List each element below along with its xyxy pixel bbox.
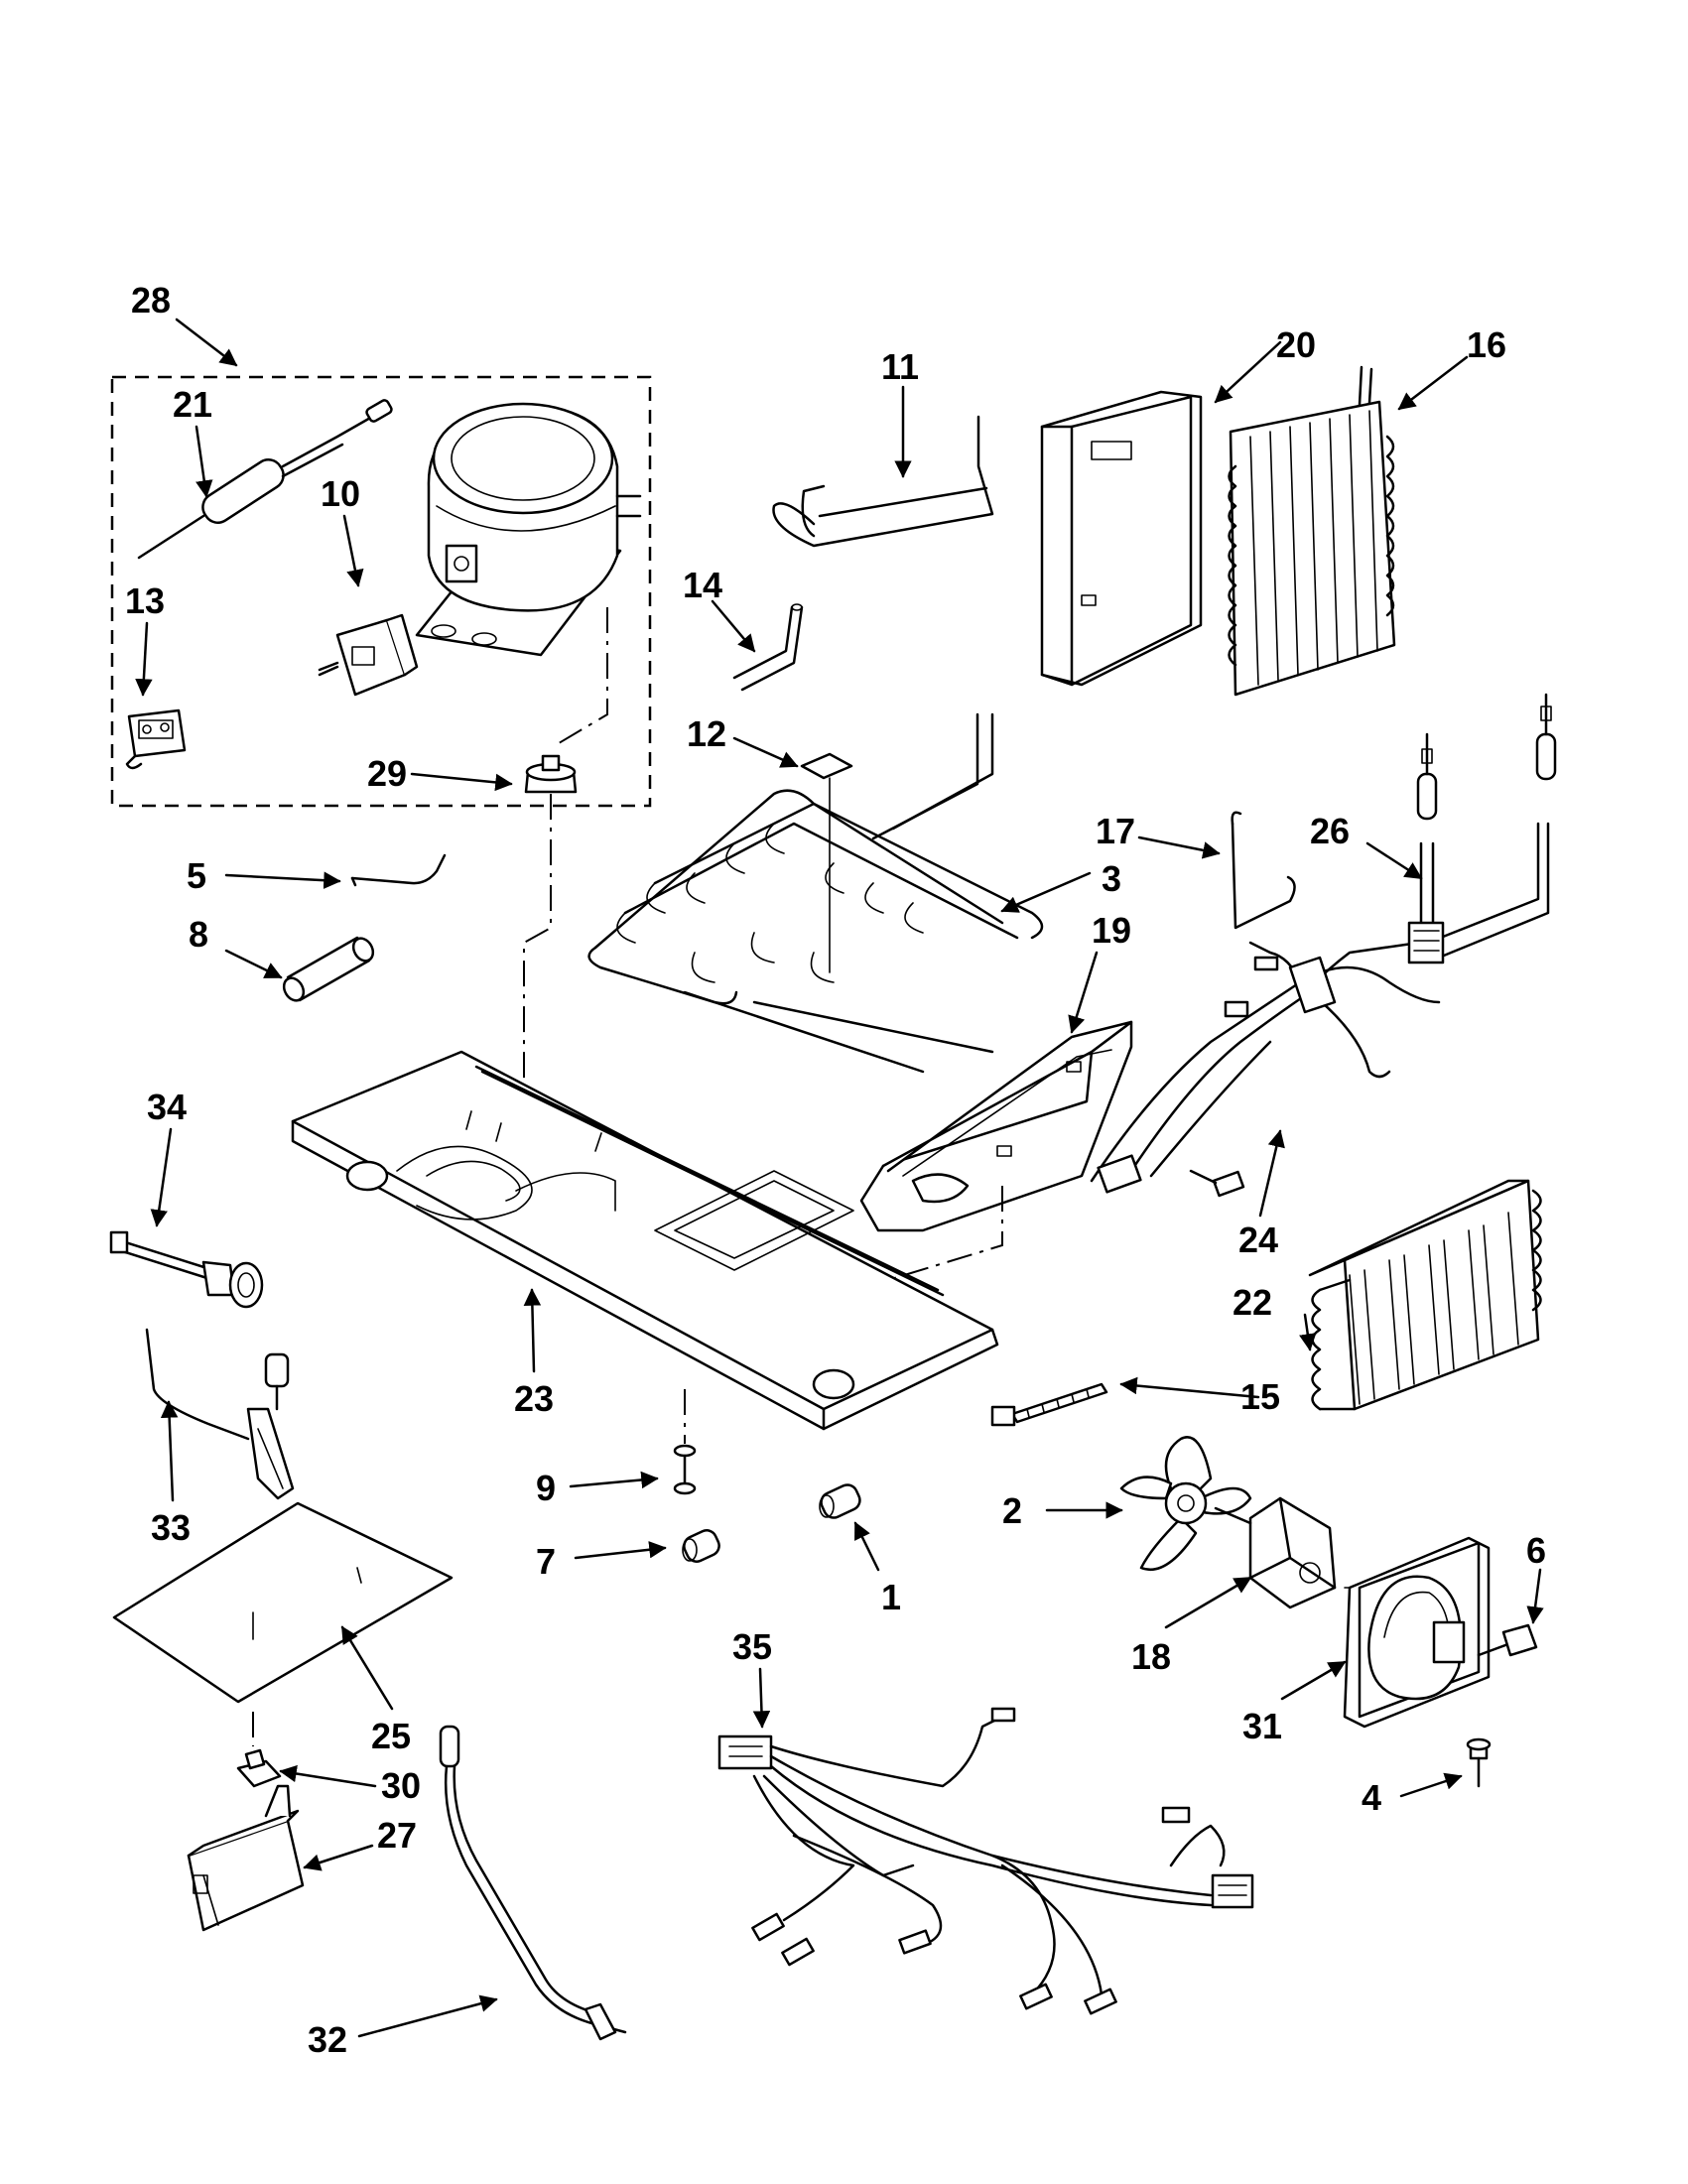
part-label-29: 29 <box>367 753 407 794</box>
thermistor-34[interactable] <box>109 1230 264 1309</box>
base-pan[interactable] <box>291 1050 999 1431</box>
part-label-1: 1 <box>881 1577 901 1617</box>
grommet[interactable] <box>524 754 578 794</box>
part-label-5: 5 <box>187 855 206 896</box>
drain-trough[interactable] <box>859 1020 1133 1232</box>
part-label-25: 25 <box>371 1716 411 1756</box>
tube-26[interactable] <box>1416 693 1557 961</box>
wire-5[interactable] <box>350 853 447 887</box>
part-label-28: 28 <box>131 280 171 321</box>
part-label-26: 26 <box>1310 811 1350 851</box>
screw-6[interactable] <box>1477 1623 1538 1657</box>
leader-arrows <box>135 318 1544 2038</box>
defrost-sensor-12[interactable] <box>800 752 853 973</box>
sensor-33[interactable] <box>145 1328 295 1500</box>
start-relay[interactable] <box>318 613 419 697</box>
part-label-24: 24 <box>1238 1220 1278 1260</box>
part-label-32: 32 <box>308 2019 347 2060</box>
part-label-11: 11 <box>881 346 919 387</box>
insulation-pad[interactable] <box>112 1501 454 1746</box>
part-label-35: 35 <box>732 1626 772 1667</box>
compressor-assembly-group-box <box>110 375 652 808</box>
part-label-21: 21 <box>173 384 212 425</box>
fan-shroud-bracket[interactable] <box>1343 1536 1491 1729</box>
screw-4[interactable] <box>1466 1737 1492 1788</box>
clip-30[interactable] <box>236 1748 282 1788</box>
tube-32[interactable] <box>439 1725 627 2041</box>
part-label-22: 22 <box>1233 1282 1272 1323</box>
part-label-8: 8 <box>189 914 208 955</box>
overload-protector[interactable] <box>125 708 187 770</box>
assembly-line-compressor <box>553 607 608 747</box>
part-label-4: 4 <box>1362 1777 1381 1818</box>
condenser[interactable] <box>1308 1179 1542 1411</box>
part-label-9: 9 <box>536 1468 556 1508</box>
spacer-1[interactable] <box>818 1481 862 1521</box>
power-cord-harness[interactable] <box>1090 921 1445 1198</box>
part-label-12: 12 <box>687 713 726 754</box>
part-label-20: 20 <box>1276 324 1316 365</box>
part-label-3: 3 <box>1102 858 1121 899</box>
part-labels: 28 21 10 13 29 11 20 16 14 12 5 8 3 17 2… <box>125 280 1546 2060</box>
part-label-6: 6 <box>1526 1530 1546 1571</box>
sleeve-8[interactable] <box>280 935 377 1004</box>
part-label-17: 17 <box>1096 811 1135 851</box>
compressor[interactable] <box>415 402 642 657</box>
part-label-10: 10 <box>321 473 360 514</box>
fan-blade[interactable] <box>1119 1436 1252 1571</box>
part-label-16: 16 <box>1467 324 1506 365</box>
bracket-17[interactable] <box>1231 811 1296 930</box>
part-label-7: 7 <box>536 1541 556 1582</box>
part-label-33: 33 <box>151 1507 191 1548</box>
evaporator-cover[interactable] <box>1040 390 1203 687</box>
cable-tie[interactable] <box>990 1382 1108 1427</box>
part-label-14: 14 <box>683 565 722 605</box>
tube-14[interactable] <box>732 603 804 692</box>
control-27[interactable] <box>187 1784 305 1932</box>
part-label-18: 18 <box>1131 1636 1171 1677</box>
part-label-27: 27 <box>377 1815 417 1856</box>
part-label-13: 13 <box>125 580 165 621</box>
defrost-heater[interactable] <box>587 712 1044 1074</box>
part-label-23: 23 <box>514 1378 554 1419</box>
part-label-31: 31 <box>1242 1706 1282 1746</box>
part-label-34: 34 <box>147 1087 187 1127</box>
fan-motor[interactable] <box>1214 1496 1337 1609</box>
part-label-19: 19 <box>1092 910 1131 951</box>
evaporator[interactable] <box>1228 365 1396 697</box>
screw-9[interactable] <box>673 1389 697 1495</box>
tube-assembly[interactable] <box>772 415 994 548</box>
part-label-30: 30 <box>381 1765 421 1806</box>
part-label-2: 2 <box>1002 1490 1022 1531</box>
spacer-7[interactable] <box>681 1527 722 1565</box>
assembly-line-grommet <box>523 794 552 1186</box>
drier-filter[interactable] <box>137 399 393 560</box>
part-label-15: 15 <box>1240 1376 1280 1417</box>
wire-harness-35[interactable] <box>717 1707 1254 2015</box>
